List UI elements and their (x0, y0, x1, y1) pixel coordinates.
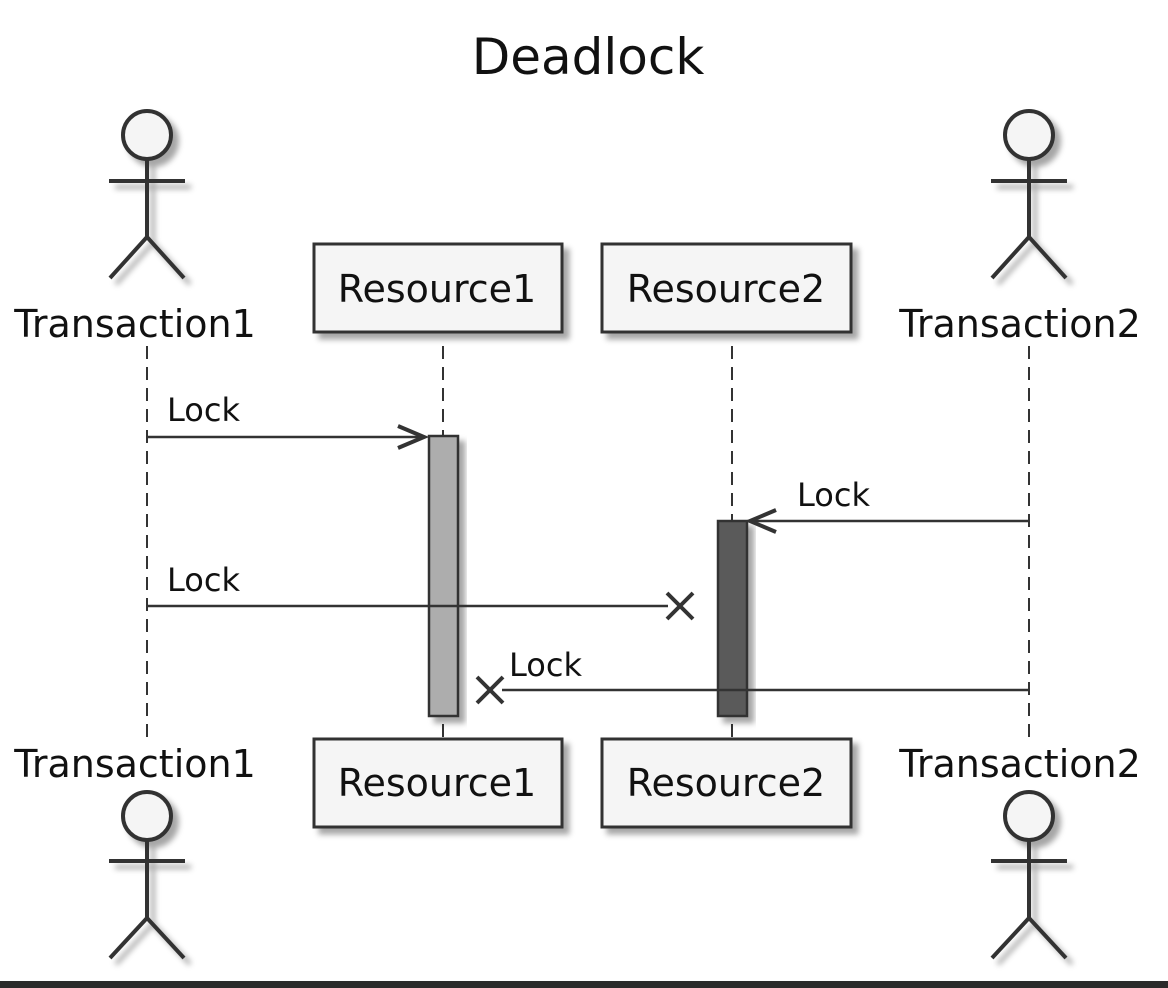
message-2-label: Lock (797, 476, 870, 514)
resource2-box-bottom (600, 737, 853, 829)
resource1-box-bottom (312, 737, 564, 829)
activation-resource2 (716, 519, 749, 718)
activation-resource1 (427, 434, 460, 718)
resource1-box-top (312, 242, 564, 334)
cross-icon (475, 675, 505, 705)
resource2-box-top (600, 242, 853, 334)
transaction2-label-top: Transaction2 (898, 302, 1141, 346)
arrowhead-icon (397, 424, 430, 450)
transaction1-label-top: Transaction1 (13, 302, 256, 346)
resource1-label-top: Resource1 (338, 267, 536, 311)
transaction1-label-bottom: Transaction1 (13, 742, 256, 786)
transaction1-actor-icon-bottom (108, 790, 186, 960)
resource2-label-bottom: Resource2 (627, 761, 825, 805)
bottom-border (0, 981, 1168, 988)
transaction2-actor-icon-top (990, 109, 1068, 280)
message-1-lock: Lock (147, 391, 430, 450)
diagram-title: Deadlock (472, 28, 705, 86)
transaction1-actor-icon-top (108, 109, 186, 280)
transaction2-actor-icon-bottom (990, 790, 1068, 960)
transaction2-label-bottom: Transaction2 (898, 742, 1141, 786)
resource2-label-top: Resource2 (627, 267, 825, 311)
message-4-lock-lost: Lock (475, 646, 1029, 705)
message-4-label: Lock (509, 646, 582, 684)
message-3-lock-lost: Lock (147, 561, 695, 621)
message-2-lock: Lock (744, 476, 1029, 534)
message-3-label: Lock (167, 561, 240, 599)
cross-icon (665, 591, 695, 621)
message-1-label: Lock (167, 391, 240, 429)
arrowhead-icon (744, 508, 777, 534)
resource1-label-bottom: Resource1 (338, 761, 536, 805)
